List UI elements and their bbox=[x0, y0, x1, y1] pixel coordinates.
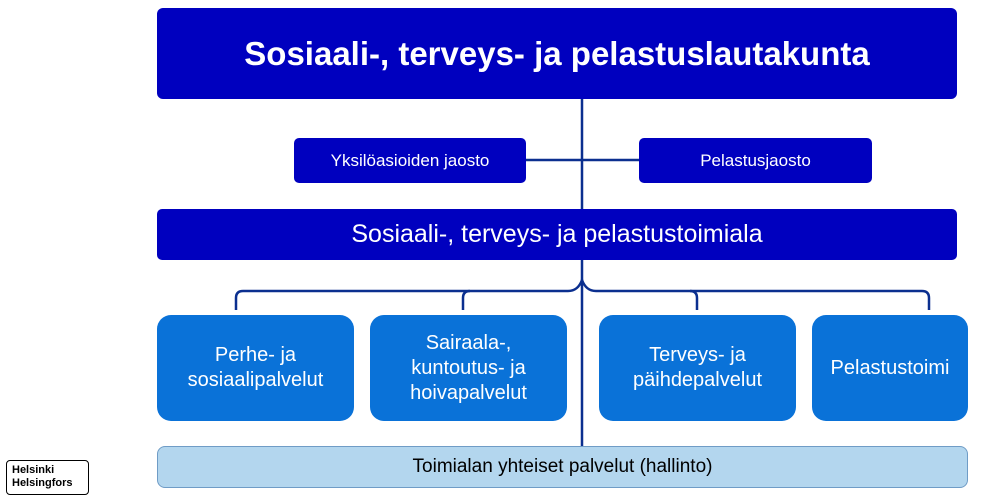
logo-line: Helsinki bbox=[12, 464, 55, 476]
division-label: Pelastusjaosto bbox=[700, 150, 811, 170]
logo-line: Helsingfors bbox=[12, 477, 73, 489]
unit-label: Sairaala-, kuntoutus- ja hoivapalvelut bbox=[410, 331, 527, 406]
unit-box-family-social: Perhe- ja sosiaalipalvelut bbox=[157, 315, 354, 421]
unit-label-line: päihdepalvelut bbox=[633, 369, 762, 391]
connector-tick-unit-3 bbox=[689, 289, 699, 310]
helsinki-logo: Helsinki Helsingfors bbox=[6, 460, 89, 495]
unit-label-line: Sairaala-, bbox=[425, 331, 512, 354]
unit-label-line: Pelastustoimi bbox=[830, 356, 950, 379]
unit-label-line: hoivapalvelut bbox=[410, 381, 527, 404]
board-box: Sosiaali-, terveys- ja pelastuslautakunt… bbox=[157, 8, 957, 99]
board-title: Sosiaali-, terveys- ja pelastuslautakunt… bbox=[244, 34, 870, 72]
unit-label: Terveys- ja päihdepalvelut bbox=[633, 343, 762, 393]
unit-label-line: Terveys- ja bbox=[649, 344, 746, 366]
unit-box-rescue-service: Pelastustoimi bbox=[812, 315, 968, 421]
unit-label: Perhe- ja sosiaalipalvelut bbox=[188, 343, 324, 393]
unit-label: Pelastustoimi bbox=[831, 356, 950, 381]
sector-box: Sosiaali-, terveys- ja pelastustoimiala bbox=[157, 209, 957, 260]
unit-label-line: Perhe- ja bbox=[214, 344, 297, 366]
unit-label-line: kuntoutus- ja bbox=[411, 356, 526, 379]
shared-services-label: Toimialan yhteiset palvelut (hallinto) bbox=[412, 456, 713, 477]
unit-box-health-substance: Terveys- ja päihdepalvelut bbox=[599, 315, 796, 421]
division-label: Yksilöasioiden jaosto bbox=[330, 150, 490, 170]
connector-tick-unit-2 bbox=[461, 289, 471, 310]
shared-services-box: Toimialan yhteiset palvelut (hallinto) bbox=[157, 446, 968, 488]
connector-bracket bbox=[234, 276, 931, 310]
division-box-rescue: Pelastusjaosto bbox=[639, 138, 872, 183]
division-box-individual-matters: Yksilöasioiden jaosto bbox=[294, 138, 526, 183]
sector-title: Sosiaali-, terveys- ja pelastustoimiala bbox=[351, 220, 763, 248]
unit-box-hospital-rehab-care: Sairaala-, kuntoutus- ja hoivapalvelut bbox=[370, 315, 567, 421]
unit-label-line: sosiaalipalvelut bbox=[187, 369, 324, 391]
